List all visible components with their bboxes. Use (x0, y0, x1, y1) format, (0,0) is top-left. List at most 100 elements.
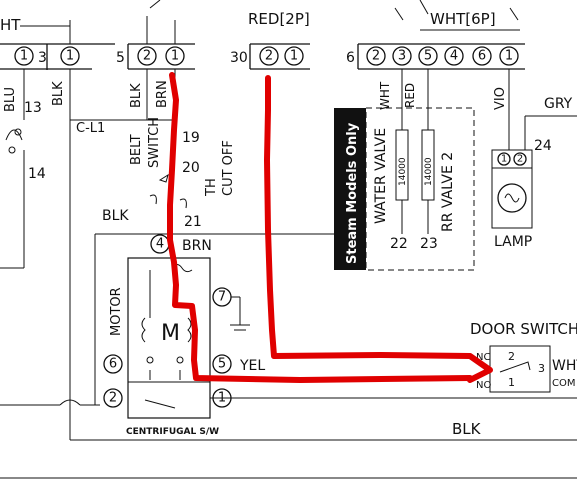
connector-number: 6 (346, 50, 355, 66)
connector-pin-label: 2 (143, 49, 151, 64)
red-annotation (167, 72, 493, 383)
motor-letter: M (161, 321, 180, 346)
motor-pin (103, 354, 123, 374)
switch-contact (14, 128, 22, 136)
water-valve-label: WATER VALVE (373, 128, 389, 224)
connector-pin (137, 46, 157, 66)
rr-valve-label: RR VALVE 2 (440, 152, 456, 232)
wire-label-wht-right: WHT (552, 358, 577, 374)
connector-pin-label: 1 (171, 49, 179, 64)
wire-label-yel-motor: YEL (239, 358, 265, 374)
motor-pin (212, 354, 232, 374)
connector-pin (165, 46, 185, 66)
door-switch-section: DOOR SWITCH NC NO 2 3 1 WHT COM (470, 320, 577, 393)
wht-connector-label: WHT[6P] (430, 10, 496, 28)
wire-crossover (59, 399, 81, 406)
door-nc-label: NC (476, 352, 490, 363)
lamp-bulb-icon (497, 183, 527, 213)
switch-contact (158, 173, 169, 183)
bottom-section: BLK (0, 420, 577, 479)
connector-pin (392, 46, 412, 66)
component-number-19: 19 (182, 130, 200, 146)
motor-pin-label: 7 (218, 290, 226, 305)
motor-terminal (146, 356, 154, 364)
motor-terminal (176, 356, 184, 364)
wire-label-red: RED (403, 83, 417, 108)
centrifugal-switch-label: CENTRIFUGAL S/W (126, 427, 219, 437)
wire (509, 7, 519, 21)
wire-label-blk-bottom: BLK (452, 420, 482, 438)
motor-winding (187, 317, 192, 343)
top-left-connectors: HT 1 3 1 5 2 1 (0, 0, 195, 70)
connector-pin-label: 3 (398, 49, 406, 64)
steam-valves: Steam Models Only WHT RED 14000 14000 WA… (334, 69, 475, 271)
connector-pin (60, 46, 80, 66)
wire (149, 0, 161, 9)
resistor-value-2: 14000 (424, 157, 434, 186)
motor-label: MOTOR (109, 287, 124, 336)
wire-label-blk-horizontal: BLK (102, 208, 129, 224)
connector-pin-label: 6 (478, 49, 486, 64)
switch-contact (8, 146, 16, 154)
lamp-pin-label: 1 (501, 154, 507, 165)
frag-label-ht: HT (0, 16, 21, 34)
component-number-24: 24 (534, 138, 552, 154)
lamp-label: LAMP (494, 234, 532, 250)
door-com-label: COM (552, 378, 575, 389)
steam-models-only-label: Steam Models Only (345, 122, 360, 264)
wht-connector: WHT[6P] 6 2 3 5 4 6 1 (346, 0, 525, 70)
lamp-filament-icon (504, 193, 520, 203)
motor-pin-label: 4 (156, 237, 164, 252)
lamp-section: VIO GRY 24 1 2 LAMP (491, 69, 577, 250)
component-number-20: 20 (182, 160, 200, 176)
connector-pin (14, 46, 34, 66)
connector-pin-label: 1 (505, 49, 513, 64)
motor-section: BRN 4 MOTOR M 7 6 5 YEL 2 1 CENTRIFUGAL … (103, 234, 577, 437)
cut-off-label: CUT OFF (221, 140, 236, 196)
wire-label-brn-mid: BRN (155, 80, 170, 108)
motor-pin-label: 5 (218, 357, 226, 372)
motor-pin-label: 6 (109, 357, 117, 372)
wire-label-brn-motor: BRN (182, 238, 212, 254)
connector-number: 30 (230, 50, 248, 66)
component-number-14: 14 (28, 166, 46, 182)
centrifugal-switch-blade (144, 399, 176, 409)
connector-pin-label: 4 (450, 49, 458, 64)
connector-pin (499, 46, 519, 66)
left-section: BLU BLK 13 14 C-L1 (0, 69, 175, 440)
wire (419, 0, 429, 15)
connector-number: 5 (116, 50, 125, 66)
connector-number: 3 (38, 50, 47, 66)
thermal-label: TH (204, 178, 219, 197)
lamp-pin-label: 2 (517, 154, 523, 165)
wire-label-blu: BLU (3, 87, 18, 112)
connector-pin-label: 2 (265, 49, 273, 64)
connector-pin (366, 46, 386, 66)
motor-winding (141, 317, 146, 343)
component-number-23: 23 (420, 236, 438, 252)
red-marker-path-right (264, 75, 493, 383)
motor-pin (103, 388, 123, 408)
connector-pin-label: 5 (424, 49, 432, 64)
switch-arc (5, 129, 23, 141)
door-pin-label: 2 (508, 350, 515, 363)
thermal-symbol (179, 198, 187, 209)
door-switch-contact (499, 361, 531, 373)
lamp-pin (513, 152, 527, 166)
door-no-label: NO (476, 380, 491, 391)
connector-pin (259, 46, 279, 66)
connector-pin (284, 46, 304, 66)
wire-label-vio: VIO (493, 87, 508, 110)
lamp-housing (491, 167, 533, 229)
connector-pin (418, 46, 438, 66)
door-switch-label: DOOR SWITCH (470, 320, 577, 338)
component-number-13: 13 (24, 100, 42, 116)
thermal-symbol (149, 194, 157, 205)
wire (394, 7, 404, 21)
red-connector: RED[2P] 30 2 1 (230, 10, 310, 70)
wire-label-gry: GRY (544, 96, 573, 112)
component-number-22: 22 (390, 236, 408, 252)
connector-pin-label: 1 (66, 49, 74, 64)
red-marker-path-left (167, 72, 473, 383)
